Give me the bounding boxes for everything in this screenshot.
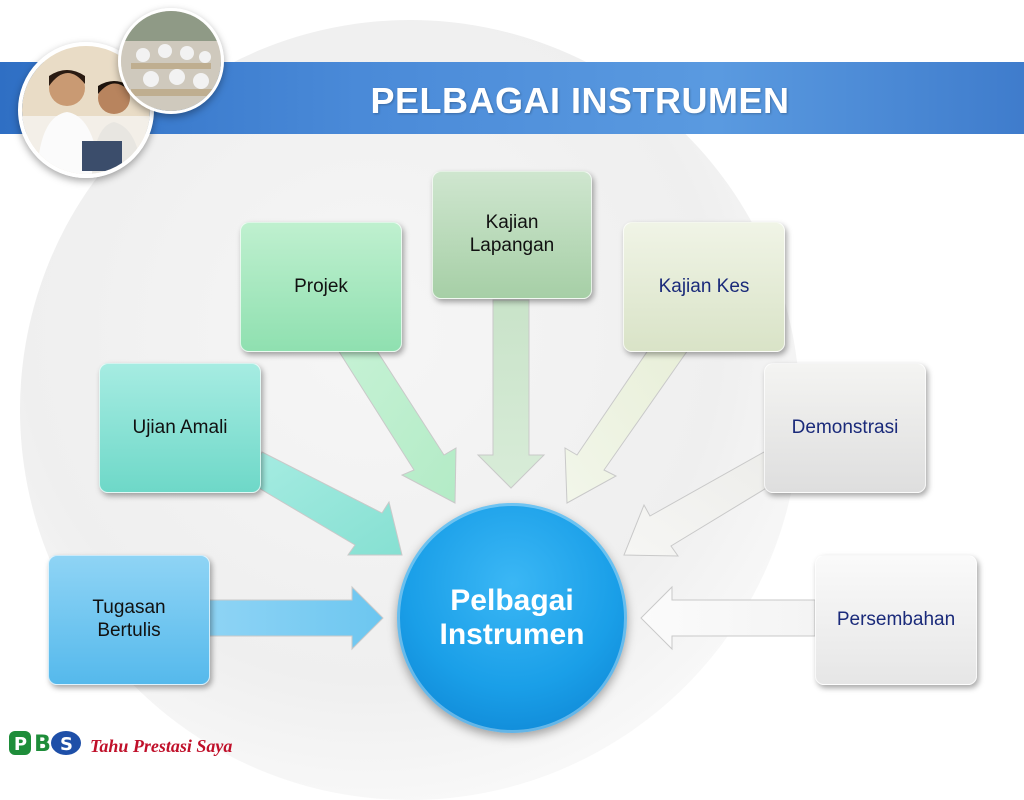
node-persembahan: Persembahan	[815, 555, 977, 685]
arrow-tugasan	[208, 587, 383, 649]
node-label: Demonstrasi	[792, 417, 899, 440]
node-tugasan-bertulis: Tugasan Bertulis	[48, 555, 210, 685]
footer-tagline: Tahu Prestasi Saya	[90, 736, 232, 757]
pbs-logo: P B S	[8, 728, 84, 765]
node-projek: Projek	[240, 222, 402, 352]
node-label: Projek	[294, 276, 348, 299]
center-node: Pelbagai Instrumen	[397, 503, 627, 733]
arrow-demo	[624, 452, 778, 556]
arrow-projek	[338, 340, 456, 503]
svg-text:S: S	[60, 734, 72, 755]
pbs-logo-icon: P B S	[8, 728, 84, 758]
node-kajian-lapangan: Kajian Lapangan	[432, 171, 592, 299]
footer-logo: P B S Tahu Prestasi Saya	[8, 728, 232, 765]
arrow-ujian	[247, 452, 402, 555]
arrow-kajianlap	[478, 300, 544, 488]
node-label: Tugasan Bertulis	[74, 597, 184, 643]
node-label: Persembahan	[837, 609, 955, 632]
center-label: Pelbagai Instrumen	[397, 584, 627, 653]
svg-text:B: B	[34, 732, 50, 757]
arrow-kajiankes	[565, 340, 688, 503]
node-label: Kajian Lapangan	[457, 212, 567, 258]
node-ujian-amali: Ujian Amali	[99, 363, 261, 493]
node-demonstrasi: Demonstrasi	[764, 363, 926, 493]
node-kajian-kes: Kajian Kes	[623, 222, 785, 352]
node-label: Kajian Kes	[659, 276, 750, 299]
svg-text:P: P	[14, 734, 27, 755]
node-label: Ujian Amali	[132, 417, 227, 440]
arrow-persembahan	[641, 587, 815, 649]
